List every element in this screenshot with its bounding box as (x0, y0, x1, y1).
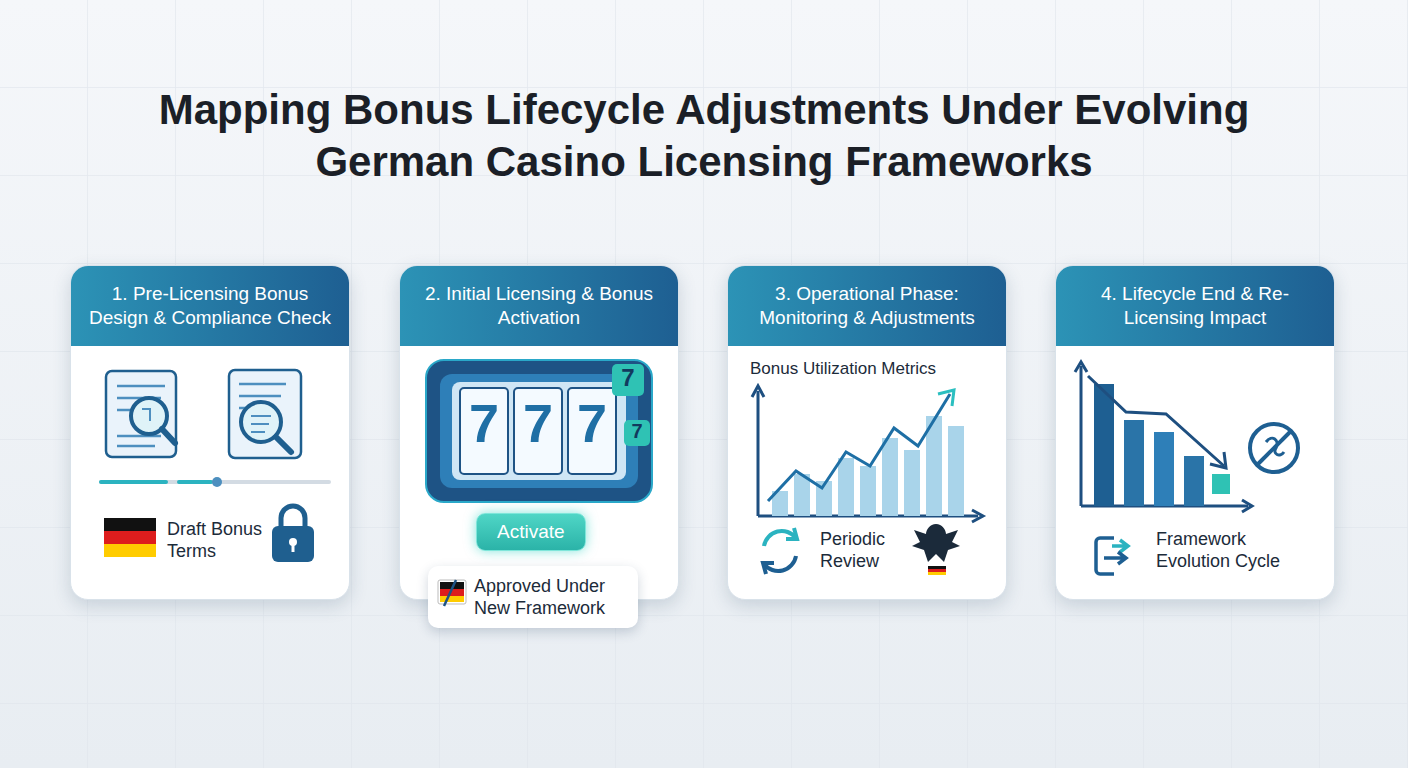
flag-check-icon (432, 572, 472, 612)
drawing-part (1210, 452, 1226, 468)
drawing-part (104, 531, 156, 544)
card-header-text: 2. Initial Licensing & Bonus Activation (400, 282, 678, 330)
reel-symbol: 7 (624, 421, 650, 441)
drawing-part (938, 390, 954, 406)
card-header-band: 2. Initial Licensing & Bonus Activation (400, 266, 678, 346)
drawing-part (1081, 366, 1248, 506)
drawing-part (426, 360, 652, 502)
drawing-part (104, 518, 156, 531)
card-text: Periodic Review (820, 528, 916, 572)
card-text: Framework Evolution Cycle (1156, 528, 1296, 572)
drawing-part (292, 544, 295, 552)
drawing-part (763, 563, 774, 574)
card-header-text: 1. Pre-Licensing Bonus Design & Complian… (71, 282, 349, 330)
drawing-part (251, 416, 271, 432)
drawing-part (460, 388, 508, 474)
drawing-part (1075, 362, 1252, 512)
drawing-part (142, 409, 150, 421)
drawing-part (1212, 474, 1230, 494)
reel-symbol: 7 (568, 396, 616, 450)
button-text: Activate (497, 521, 565, 542)
compliance-illustration (101, 370, 329, 562)
flow-arrow (685, 448, 721, 452)
decline-illustration (1075, 362, 1298, 574)
card-header-text: 4. Lifecycle End & Re-Licensing Impact (1056, 282, 1334, 330)
drawing-part (912, 524, 960, 562)
approval-badge: Approved Under New Framework (428, 566, 638, 628)
drawing-part (440, 374, 638, 488)
card-header-band: 4. Lifecycle End & Re-Licensing Impact (1056, 266, 1334, 346)
drawing-part (1124, 420, 1144, 506)
metrics-illustration (752, 386, 983, 575)
drawing-part (1154, 432, 1174, 506)
drawing-part (612, 364, 644, 396)
drawing-part (514, 388, 562, 474)
drawing-part (1250, 424, 1298, 472)
card-header-band: 3. Operational Phase: Monitoring & Adjus… (728, 266, 1006, 346)
drawing-part (838, 458, 854, 516)
drawing-part (444, 580, 456, 606)
action-button: Activate (476, 513, 586, 551)
drawing-part (276, 437, 291, 452)
card-header-text: 3. Operational Phase: Monitoring & Adjus… (728, 282, 1006, 330)
drawing-part (786, 528, 797, 539)
diagram-title: Mapping Bonus Lifecycle Adjustments Unde… (124, 84, 1284, 188)
drawing-part (229, 370, 301, 458)
reel-symbol: 7 (460, 396, 508, 450)
drawing-part (768, 394, 950, 501)
phase-card: 4. Lifecycle End & Re-Licensing ImpactFr… (1055, 265, 1335, 600)
drawing-part (860, 466, 876, 516)
drawing-part (1104, 552, 1126, 564)
reel-symbol: 7 (612, 366, 644, 390)
drawing-part (101, 480, 211, 484)
drawing-part (1257, 431, 1291, 465)
drawing-part (1088, 376, 1224, 466)
drawing-part (1112, 540, 1128, 552)
drawing-part (752, 386, 983, 522)
drawing-part (281, 506, 305, 528)
phase-card: 2. Initial Licensing & Bonus ActivationA… (399, 265, 679, 600)
drawing-part (948, 426, 964, 516)
drawing-part (272, 526, 314, 562)
drawing-part (882, 438, 898, 516)
drawing-part (1094, 384, 1114, 506)
drawing-part (1266, 438, 1284, 455)
flow-arrow (356, 448, 393, 452)
card-header-band: 1. Pre-Licensing Bonus Design & Complian… (71, 266, 349, 346)
drawing-part (440, 596, 464, 602)
badge-text: Approved Under New Framework (474, 575, 624, 619)
reel-symbol: 7 (514, 396, 562, 450)
card-text: Bonus Utilization Metrics (750, 358, 990, 380)
drawing-part (928, 569, 946, 572)
drawing-part (624, 420, 650, 446)
drawing-part (438, 580, 466, 604)
drawing-part (1184, 456, 1204, 506)
drawing-part (904, 450, 920, 516)
drawing-part (928, 572, 946, 575)
phase-card: 3. Operational Phase: Monitoring & Adjus… (727, 265, 1007, 600)
drawing-part (104, 544, 156, 557)
drawing-part (452, 382, 626, 480)
drawing-part (1096, 538, 1114, 574)
drawing-part (928, 566, 946, 569)
card-text: Draft Bonus Terms (167, 518, 271, 562)
drawing-part (568, 388, 616, 474)
drawing-part (212, 477, 222, 487)
drawing-part (162, 429, 175, 443)
phase-card: 1. Pre-Licensing Bonus Design & Complian… (70, 265, 350, 600)
drawing-part (106, 371, 176, 457)
drawing-part (758, 391, 978, 516)
flow-arrow (1013, 448, 1049, 452)
